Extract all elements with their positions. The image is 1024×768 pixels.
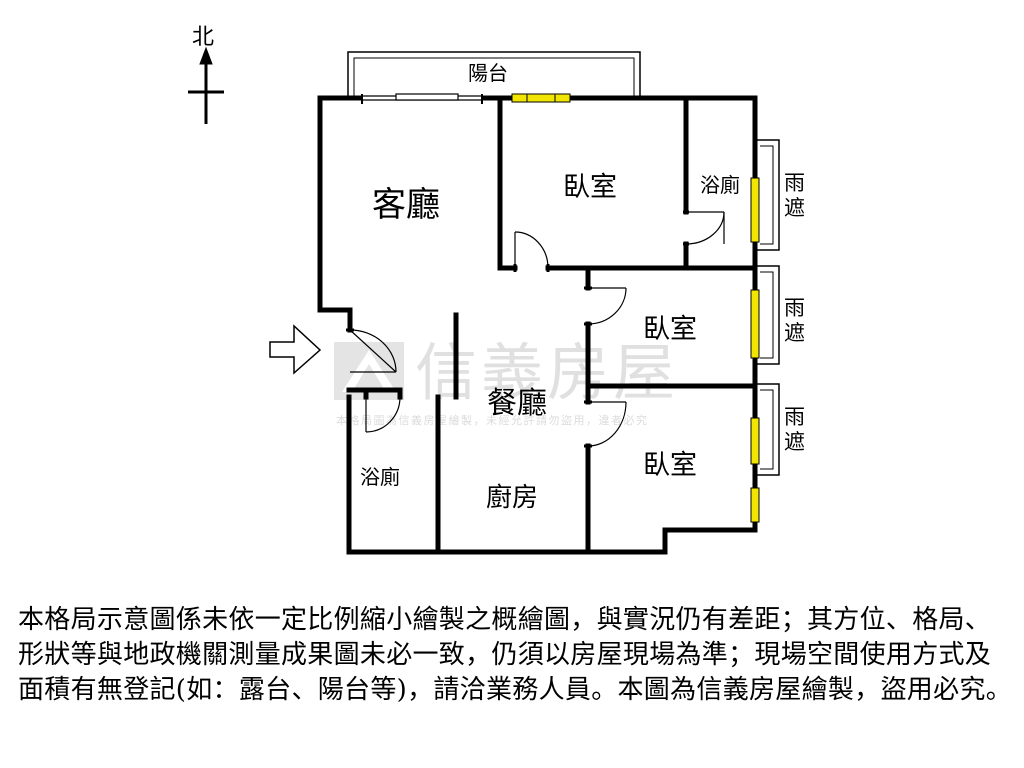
awning-1-label-top: 雨: [784, 171, 805, 195]
bathroom-1-label: 浴廁: [700, 173, 740, 197]
floor-plan: 信義房屋 本格局圖為信義房屋繪製，未經允許請勿盜用，違者必究: [188, 25, 805, 555]
doors: [346, 210, 725, 448]
dining-room-label: 餐廳: [487, 386, 547, 421]
kitchen-label: 廚房: [486, 483, 538, 513]
bathroom-2-label: 浴廁: [360, 465, 400, 489]
sliding-door: [361, 93, 483, 104]
awnings: [756, 139, 780, 476]
balcony: [347, 51, 641, 98]
awning-2-label-top: 雨: [784, 296, 805, 320]
bedroom-3-label: 臥室: [643, 450, 697, 481]
awning-3-label-top: 雨: [784, 405, 805, 429]
walls: [317, 95, 758, 555]
awning-2-label-bottom: 遮: [784, 321, 805, 345]
windows: [511, 93, 760, 523]
bedroom-1-label: 臥室: [563, 172, 617, 203]
awning-1-label-bottom: 遮: [784, 196, 805, 220]
entrance-arrow-icon: [269, 324, 322, 375]
watermark-notice: 本格局圖為信義房屋繪製，未經允許請勿盜用，違者必究: [336, 413, 649, 427]
north-label: 北: [192, 25, 214, 50]
bedroom-2-label: 臥室: [643, 314, 697, 345]
living-room-label: 客廳: [372, 185, 440, 225]
awning-3-label-bottom: 遮: [784, 430, 805, 454]
disclaimer-text: 本格局示意圖係未依一定比例縮小繪製之概繪圖，與實況仍有差距；其方位、格局、形狀等…: [18, 605, 1012, 705]
balcony-label: 陽台: [468, 61, 508, 85]
north-arrow-icon: [188, 46, 224, 124]
